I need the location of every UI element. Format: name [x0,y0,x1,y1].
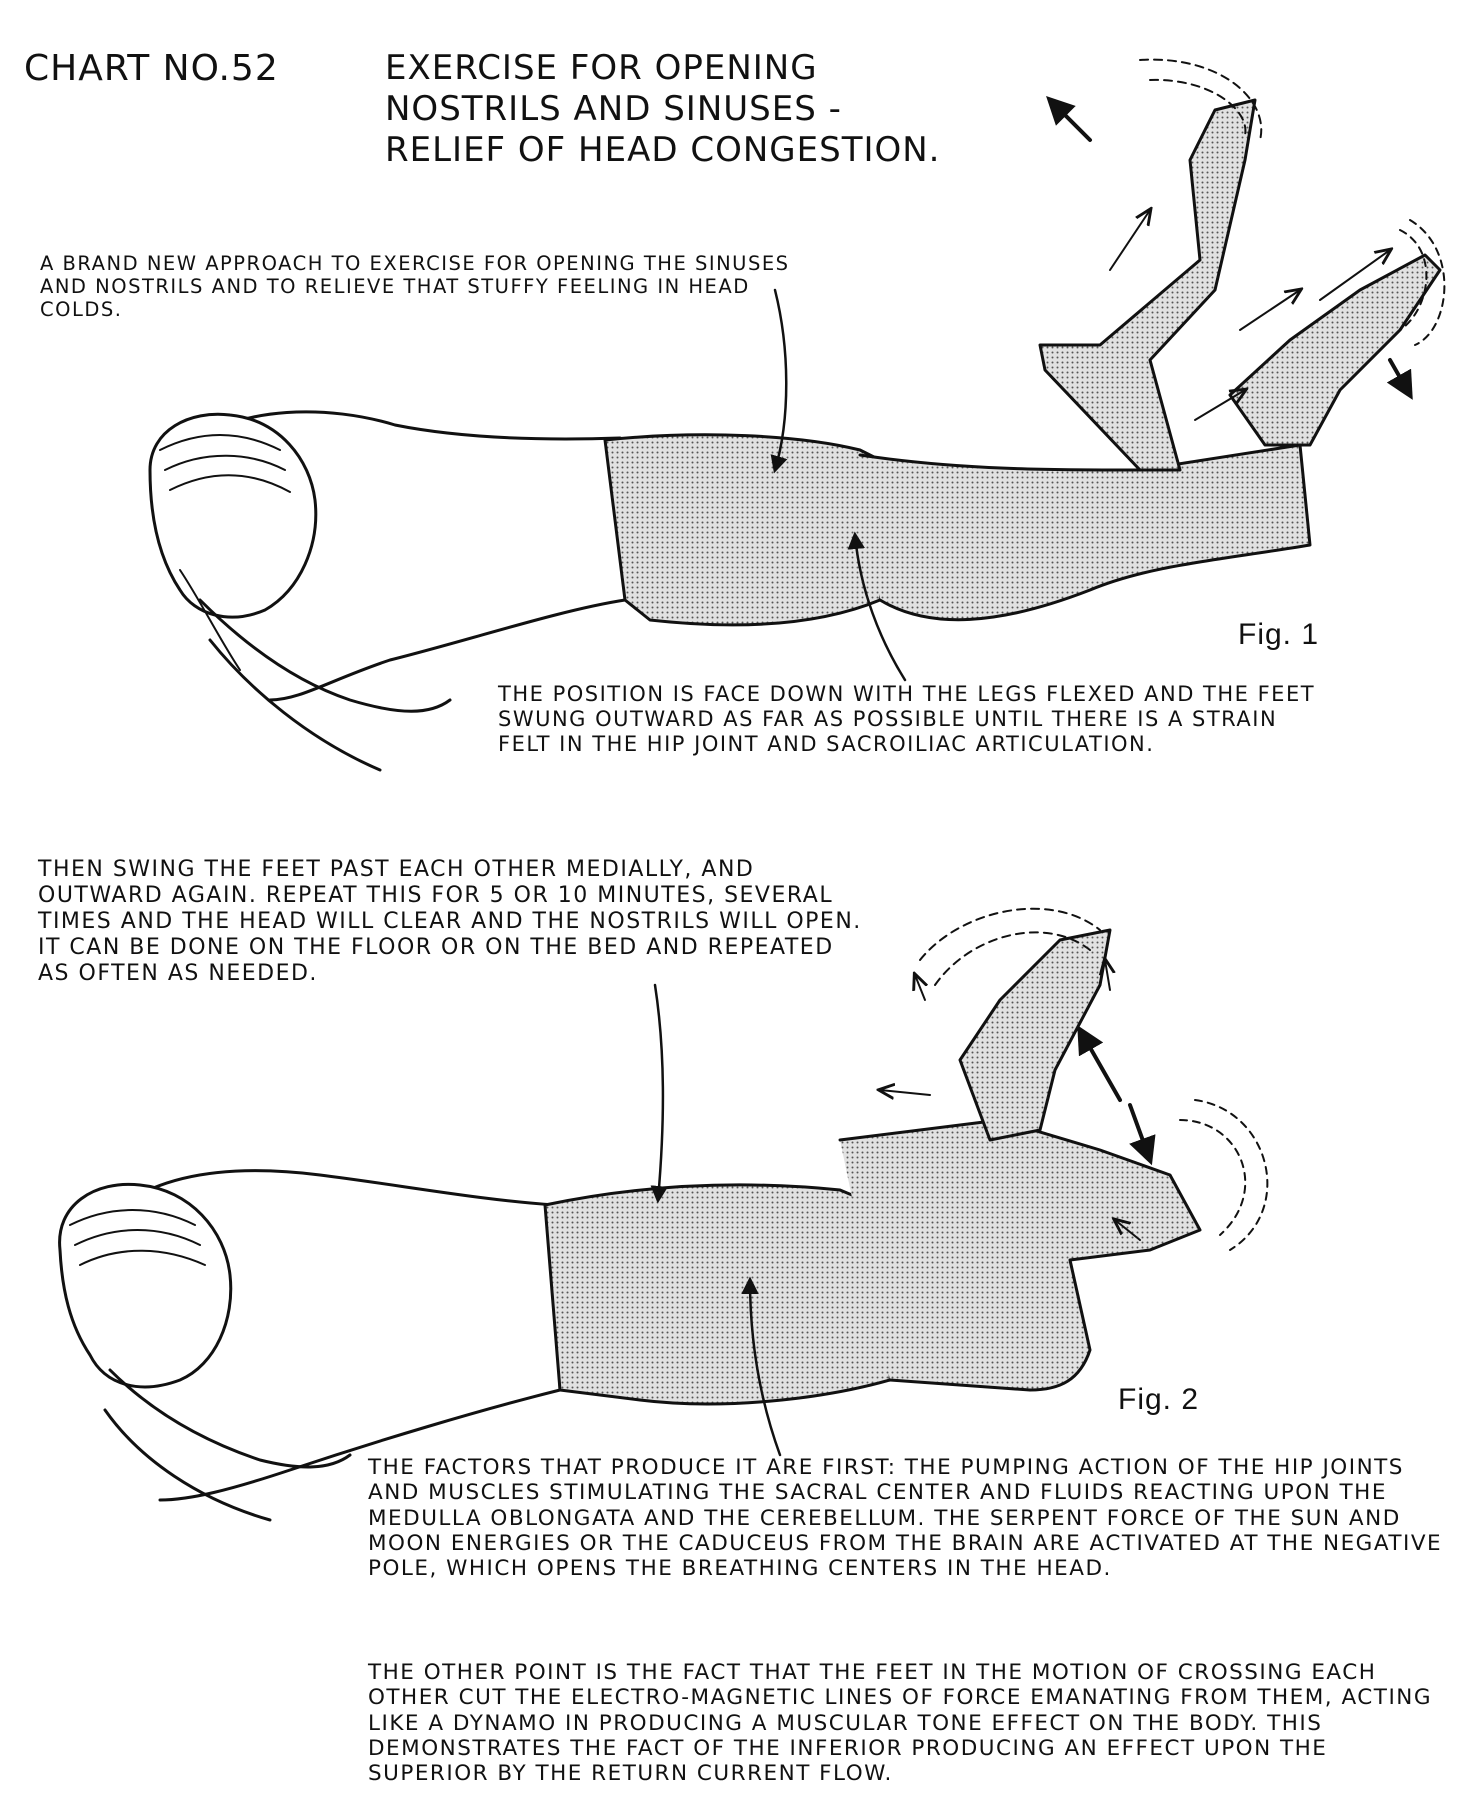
figure-2-label: Fig. 2 [1118,1383,1200,1416]
figure-1-description: THE POSITION IS FACE DOWN WITH THE LEGS … [498,682,1316,756]
other-point-paragraph: THE OTHER POINT IS THE FACT THAT THE FEE… [368,1660,1433,1787]
figure-2-drawing [58,907,1269,1522]
figure-2-instructions: THEN SWING THE FEET PAST EACH OTHER MEDI… [38,857,862,986]
chart-number: CHART NO.52 [24,48,279,89]
factors-paragraph: THE FACTORS THAT PRODUCE IT ARE FIRST: T… [368,1455,1443,1582]
title-line: NOSTRILS AND SINUSES - [385,88,842,129]
figure-1-drawing [148,58,1446,772]
page-title: EXERCISE FOR OPENING NOSTRILS AND SINUSE… [385,48,941,170]
intro-text: A BRAND NEW APPROACH TO EXERCISE FOR OPE… [40,252,790,321]
title-line: RELIEF OF HEAD CONGESTION. [385,129,941,170]
figure-1-label: Fig. 1 [1238,618,1320,651]
title-line: EXERCISE FOR OPENING [385,48,818,88]
